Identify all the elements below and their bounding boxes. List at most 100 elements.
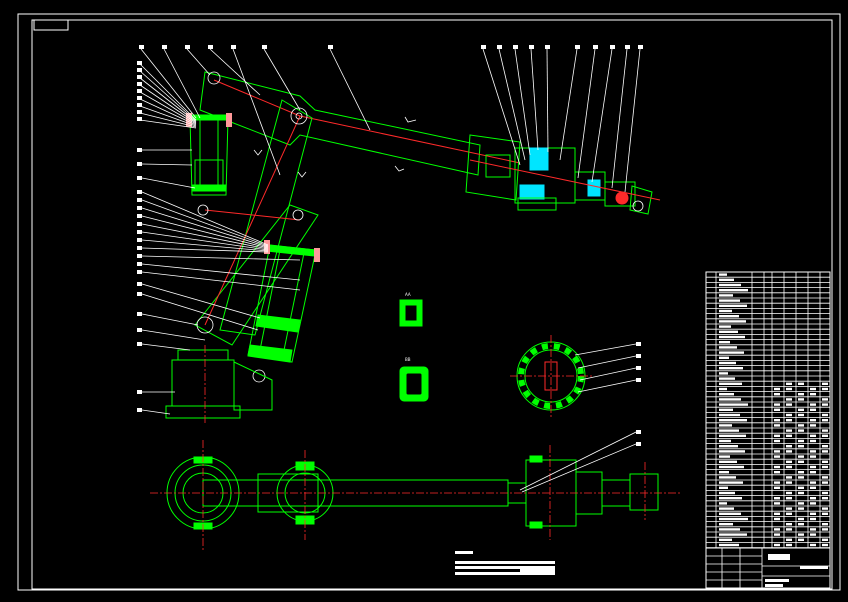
bom-cell-text bbox=[719, 356, 729, 359]
bom-cell-text bbox=[822, 429, 828, 432]
outer-frame bbox=[17, 13, 841, 591]
bom-cell-text bbox=[786, 481, 792, 484]
bom-cell-text bbox=[719, 304, 747, 307]
cylinder-cap-bottom bbox=[247, 344, 293, 363]
bom-cell-text bbox=[719, 486, 728, 489]
title-block bbox=[705, 547, 831, 589]
section-aa-inner bbox=[404, 304, 418, 322]
bom-cell-text bbox=[786, 413, 792, 417]
bom-cell-text bbox=[719, 294, 733, 297]
bom-cell-text bbox=[786, 387, 792, 391]
bom-cell-text bbox=[810, 517, 816, 521]
bom-cell-text bbox=[798, 455, 804, 458]
bom-cell-text bbox=[719, 393, 734, 396]
bom-cell-text bbox=[719, 387, 727, 391]
bom-cell-text bbox=[774, 533, 780, 536]
pedestal-foot bbox=[165, 405, 241, 419]
bom-cell-text bbox=[719, 481, 743, 484]
bom-cell-text bbox=[798, 476, 804, 479]
bom-cell-text bbox=[798, 398, 804, 401]
bom-cell-text bbox=[719, 507, 734, 510]
bom-cell-text bbox=[798, 424, 804, 427]
bom-cell-text bbox=[719, 497, 742, 500]
bom-cell-text bbox=[798, 413, 804, 417]
plan-gearbox-lug-bottom bbox=[529, 521, 543, 529]
cylinder-body bbox=[247, 244, 317, 363]
bom-cell-text bbox=[774, 424, 780, 427]
bom-cell-text bbox=[774, 471, 780, 474]
bom-cell-text bbox=[798, 502, 804, 505]
bom-cell-text bbox=[798, 382, 804, 385]
bom-cell-text bbox=[810, 502, 816, 505]
bom-cell-text bbox=[810, 533, 816, 536]
bom-cell-text bbox=[719, 283, 741, 287]
bom-cell-text bbox=[810, 450, 816, 453]
leader-group-top bbox=[139, 45, 371, 176]
bom-cell-text bbox=[719, 325, 731, 328]
bom-cell-text bbox=[719, 377, 735, 380]
bom-cell-text bbox=[822, 403, 828, 406]
bom-cell-text bbox=[786, 403, 792, 406]
bom-cell-text bbox=[786, 512, 792, 515]
bom-cell-text bbox=[719, 491, 735, 495]
base-pedestal bbox=[165, 345, 273, 425]
bom-cell-text bbox=[822, 445, 828, 448]
parts-list-table bbox=[705, 271, 831, 589]
bom-cell-text bbox=[786, 445, 792, 448]
bom-cell-text bbox=[786, 528, 792, 531]
bom-cell-text bbox=[719, 465, 744, 469]
bom-cell-text bbox=[786, 382, 792, 385]
arm-assembly bbox=[165, 71, 661, 425]
bom-cell-text bbox=[810, 543, 816, 547]
gear-section-2 bbox=[519, 184, 545, 200]
bom-cell-text bbox=[774, 543, 780, 547]
bom-cell-text bbox=[786, 497, 792, 500]
wrist-housing bbox=[465, 134, 521, 201]
bom-cell-text bbox=[719, 528, 740, 531]
lower-arm-link bbox=[219, 99, 313, 336]
pivot-mid-right bbox=[292, 209, 304, 221]
bom-cell-text bbox=[786, 465, 792, 469]
technical-notes bbox=[455, 551, 555, 575]
bom-cell-text bbox=[798, 460, 804, 463]
bom-cell-text bbox=[786, 398, 792, 401]
leader-lines bbox=[137, 45, 643, 415]
section-bb-inner bbox=[405, 372, 423, 396]
cylinder-rod-right bbox=[282, 252, 305, 356]
bom-cell-text bbox=[774, 439, 780, 443]
pedestal-top bbox=[177, 349, 229, 361]
bom-cell-text bbox=[719, 320, 746, 323]
bom-cell-text bbox=[786, 523, 792, 526]
bom-cell-text bbox=[798, 517, 804, 521]
bom-cell-text bbox=[719, 419, 747, 422]
bom-cell-text bbox=[786, 429, 792, 432]
bom-cell-text bbox=[719, 403, 748, 406]
pedestal-body bbox=[171, 359, 235, 407]
bom-cell-text bbox=[719, 455, 730, 458]
bom-cell-text bbox=[810, 481, 816, 484]
bom-cell-text bbox=[719, 445, 738, 448]
bom-cell-text bbox=[786, 434, 792, 437]
pivot-top bbox=[207, 71, 221, 85]
plan-gearbox-lug-top bbox=[529, 455, 543, 463]
bom-cell-text bbox=[810, 528, 816, 531]
bom-cell-text bbox=[798, 471, 804, 474]
corner-stamp bbox=[33, 19, 69, 31]
bom-cell-text bbox=[810, 471, 816, 474]
bom-cell-text bbox=[719, 382, 742, 385]
bom-cell-text bbox=[810, 393, 816, 396]
bom-cell-text bbox=[774, 450, 780, 453]
bom-cell-text bbox=[798, 491, 804, 495]
bom-cell-text bbox=[719, 434, 746, 437]
bom-cell-text bbox=[822, 465, 828, 469]
cylinder-rod-left bbox=[259, 249, 281, 351]
gripper-pivot bbox=[632, 200, 644, 212]
bom-cell-text bbox=[786, 491, 792, 495]
bom-cell-text bbox=[822, 460, 828, 463]
cylinder-body bbox=[189, 117, 229, 196]
pivot-mid-left bbox=[197, 204, 209, 216]
bom-cell-text bbox=[719, 408, 733, 411]
bom-cell-text bbox=[822, 413, 828, 417]
bom-cell-text bbox=[798, 523, 804, 526]
